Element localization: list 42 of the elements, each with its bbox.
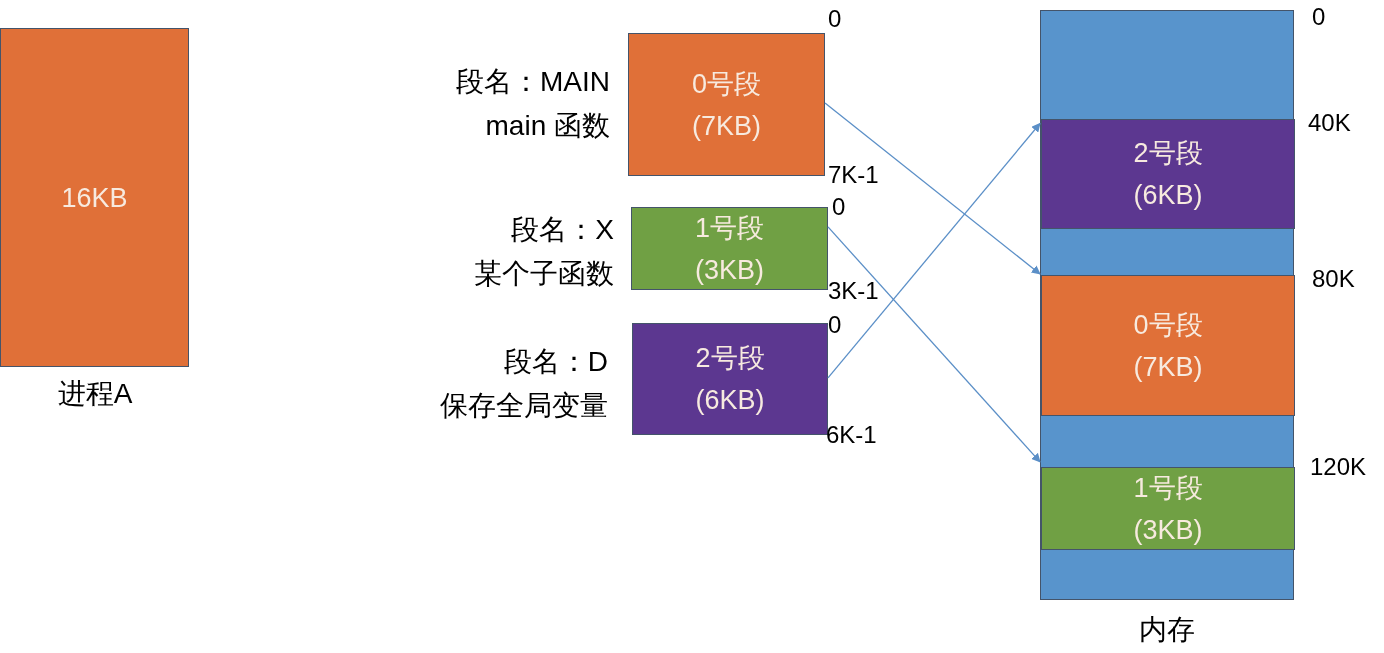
segment-name: 某个子函数 bbox=[473, 257, 614, 291]
segment-label: (3KB) bbox=[695, 253, 764, 287]
segment-box bbox=[1041, 275, 1295, 416]
offset-label: 3K-1 bbox=[828, 276, 880, 306]
segment-label: 1号段 bbox=[1133, 471, 1203, 505]
arrow bbox=[827, 226, 1041, 463]
address-label: 0 bbox=[1312, 2, 1326, 32]
offset-label: 0 bbox=[832, 192, 847, 222]
segment-label: (7KB) bbox=[692, 109, 761, 143]
arrow bbox=[827, 122, 1041, 379]
node-label: 内存 bbox=[1138, 613, 1196, 647]
segment-name: 段名：D bbox=[502, 345, 608, 379]
segment-label: 2号段 bbox=[1133, 137, 1203, 170]
arrow bbox=[824, 102, 1041, 275]
address-label: 120K bbox=[1310, 452, 1367, 482]
segment-box bbox=[0, 28, 189, 367]
address-label: 80K bbox=[1312, 264, 1355, 294]
segment-box bbox=[631, 207, 828, 290]
offset-label: 0 bbox=[828, 4, 843, 34]
segment-label: 2号段 bbox=[695, 342, 765, 375]
node-label: 进程A bbox=[56, 377, 134, 411]
segment-name: 段名：MAIN bbox=[455, 65, 610, 99]
segment-name: main 函数 bbox=[484, 109, 610, 143]
segment-label: (7KB) bbox=[1133, 350, 1203, 384]
segment-label: 16KB bbox=[61, 181, 128, 215]
offset-label: 0 bbox=[828, 310, 843, 340]
segment-box bbox=[632, 323, 828, 435]
segment-box bbox=[628, 33, 825, 176]
offset-label: 7K-1 bbox=[828, 160, 880, 190]
segment-name: 段名：X bbox=[510, 213, 614, 247]
segment-box bbox=[1041, 119, 1295, 229]
offset-label: 6K-1 bbox=[826, 420, 878, 450]
memory-bar bbox=[1040, 10, 1294, 600]
segment-label: (6KB) bbox=[1133, 179, 1203, 212]
segment-label: (6KB) bbox=[695, 384, 765, 417]
segment-box bbox=[1041, 467, 1295, 550]
segment-label: (3KB) bbox=[1133, 513, 1203, 547]
segment-label: 0号段 bbox=[692, 67, 761, 101]
segment-label: 1号段 bbox=[695, 211, 764, 245]
address-label: 40K bbox=[1308, 108, 1351, 138]
segment-name: 保存全局变量 bbox=[439, 389, 608, 423]
segment-label: 0号段 bbox=[1133, 308, 1203, 342]
